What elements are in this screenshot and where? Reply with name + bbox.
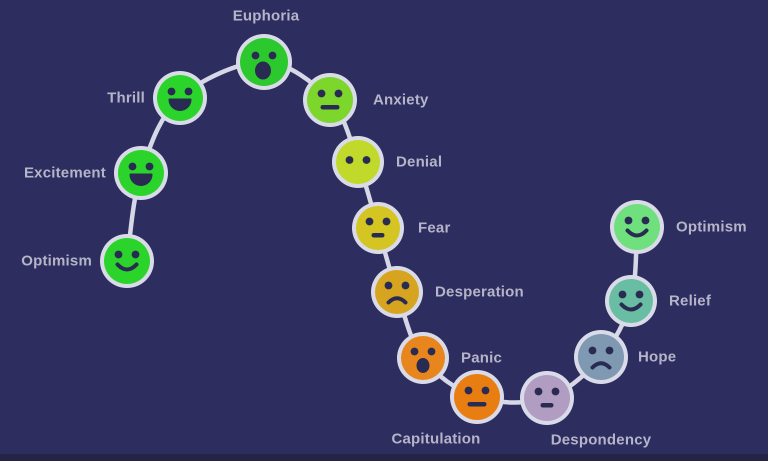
eye-icon [167, 87, 176, 96]
flat-mouth-icon [320, 105, 340, 110]
eye-icon [384, 281, 393, 290]
open-mouth-icon [416, 358, 430, 373]
face-circle [104, 238, 150, 284]
open-mouth-icon [255, 61, 271, 80]
face-denial-5 [332, 136, 384, 188]
eye-icon [365, 217, 374, 226]
eye-icon [345, 156, 354, 164]
open-smile-mouth-icon [129, 173, 153, 186]
face-thrill-2 [153, 71, 207, 125]
face-hope-11 [574, 330, 628, 384]
eye-icon [427, 347, 436, 356]
eye-icon [635, 290, 644, 299]
eye-icon [131, 250, 140, 259]
face-panic-8 [397, 332, 449, 384]
face-euphoria-3 [236, 34, 292, 90]
face-fear-6 [352, 202, 404, 254]
face-capitulation-9 [450, 370, 504, 424]
frown-mouth-icon [386, 296, 408, 305]
face-circle [578, 334, 624, 380]
flat-mouth-icon [467, 402, 487, 407]
eye-icon [588, 346, 597, 355]
face-circle [336, 140, 380, 184]
bottom-edge-band [0, 454, 768, 461]
face-circle [375, 270, 419, 314]
eye-icon [114, 250, 123, 259]
eye-icon [184, 87, 193, 96]
face-despondency-10 [520, 371, 574, 425]
face-circle [307, 77, 353, 123]
eye-icon [624, 216, 633, 225]
eye-icon [410, 347, 419, 356]
eye-icon [464, 386, 473, 395]
face-circle [614, 204, 660, 250]
face-circle [454, 374, 500, 420]
eye-icon [128, 162, 137, 171]
face-circle [524, 375, 570, 421]
smile-mouth-icon [619, 302, 643, 312]
flat-mouth-icon [540, 403, 554, 408]
eye-icon [251, 51, 260, 60]
face-circle [356, 206, 400, 250]
eye-icon [618, 290, 627, 299]
face-anxiety-4 [303, 73, 357, 127]
eye-icon [334, 89, 343, 98]
smile-mouth-icon [625, 228, 649, 238]
eye-icon [481, 386, 490, 395]
eye-icon [401, 281, 410, 290]
eye-icon [605, 346, 614, 355]
smile-mouth-icon [115, 262, 139, 272]
open-smile-mouth-icon [168, 98, 192, 111]
frown-mouth-icon [590, 361, 612, 370]
eye-icon [317, 89, 326, 98]
face-optimism-0 [100, 234, 154, 288]
eye-icon [641, 216, 650, 225]
flat-mouth-icon [371, 233, 385, 238]
eye-icon [551, 387, 560, 396]
eye-icon [145, 162, 154, 171]
face-optimism-13 [610, 200, 664, 254]
face-circle [118, 150, 164, 196]
face-desperation-7 [371, 266, 423, 318]
face-circle [609, 279, 653, 323]
eye-icon [534, 387, 543, 396]
face-relief-12 [605, 275, 657, 327]
eye-icon [362, 156, 371, 164]
face-circle [157, 75, 203, 121]
face-excitement-1 [114, 146, 168, 200]
eye-icon [382, 217, 391, 226]
eye-icon [268, 51, 277, 60]
